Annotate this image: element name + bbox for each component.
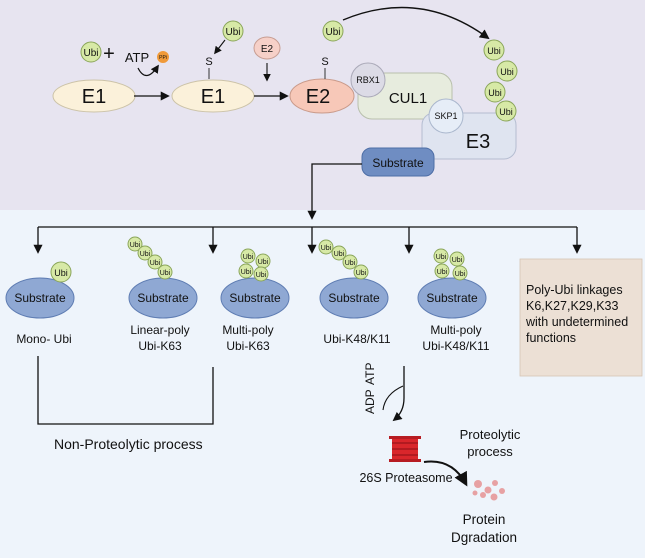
substrate-bound: Substrate <box>361 147 435 177</box>
rbx1-circle: RBX1 <box>350 62 386 98</box>
atp-label: ATP <box>125 50 149 65</box>
svg-text:Ubi: Ubi <box>325 27 340 38</box>
e2-ubi: E2 S Ubi <box>289 20 355 114</box>
note-line-3: with undetermined <box>525 315 628 329</box>
svg-text:Ubi: Ubi <box>140 251 151 258</box>
svg-text:Substrate: Substrate <box>426 291 478 305</box>
substrate-linear-k63: Substrate Ubi Ubi Ubi Ubi <box>127 236 198 319</box>
proteolytic-label-1: Proteolytic <box>460 427 521 442</box>
multi-k48-label-1: Multi-poly <box>430 323 481 337</box>
e2-free: E2 <box>253 36 281 60</box>
svg-text:Substrate: Substrate <box>14 291 66 305</box>
degradation-label-2: Dgradation <box>451 530 517 545</box>
svg-text:Substrate: Substrate <box>328 291 380 305</box>
svg-text:Ubi: Ubi <box>487 46 501 56</box>
non-proteolytic-bracket <box>37 356 214 425</box>
svg-text:Ubi: Ubi <box>150 260 161 267</box>
svg-text:E2: E2 <box>261 44 274 55</box>
svg-text:Ubi: Ubi <box>356 270 367 277</box>
linkage-note-box <box>519 258 643 377</box>
substrate-k48: Substrate Ubi Ubi Ubi Ubi <box>318 239 389 319</box>
arrow-icon <box>214 39 226 55</box>
svg-text:S: S <box>205 56 212 68</box>
mono-ubi-label: Mono- Ubi <box>16 332 71 346</box>
svg-text:Ubi: Ubi <box>256 272 267 279</box>
svg-text:RBX1: RBX1 <box>356 75 380 85</box>
proteolytic-label-2: process <box>467 444 513 459</box>
free-ubi: Ubi <box>80 41 102 63</box>
ubi-chain-e3: Ubi Ubi Ubi Ubi <box>483 39 518 122</box>
substrate-multi-k63: Substrate Ubi Ubi Ubi Ubi <box>220 248 290 319</box>
adp-label: ADP <box>363 389 377 414</box>
svg-text:E1: E1 <box>201 86 225 108</box>
note-line-1: Poly-Ubi linkages <box>526 283 623 297</box>
svg-text:Ubi: Ubi <box>437 269 448 276</box>
e1-free: E1 <box>52 79 136 113</box>
multi-k63-label-2: Ubi-K63 <box>226 339 270 353</box>
svg-text:E1: E1 <box>82 86 106 108</box>
svg-text:Ubi: Ubi <box>500 67 514 77</box>
arrow-icon <box>137 64 159 77</box>
proteasome-icon <box>389 436 421 462</box>
degradation-label-1: Protein <box>463 512 506 527</box>
svg-text:Ubi: Ubi <box>334 251 345 258</box>
note-line-4: functions <box>526 331 576 345</box>
arrow-icon <box>392 366 405 422</box>
svg-text:Ubi: Ubi <box>130 242 141 249</box>
plus-sign: + <box>103 43 115 65</box>
multi-k48-label-2: Ubi-K48/K11 <box>422 339 489 353</box>
e1-ubi: E1 S Ubi <box>171 20 255 113</box>
svg-text:E2: E2 <box>306 86 330 108</box>
protein-fragments-icon <box>472 480 505 501</box>
svg-text:Ubi: Ubi <box>488 88 502 98</box>
note-line-2: K6,K27,K29,K33 <box>526 299 618 313</box>
ppi-circle: PPi <box>157 51 169 63</box>
svg-text:Ubi: Ubi <box>54 268 68 278</box>
svg-text:Ubi: Ubi <box>499 107 513 117</box>
non-proteolytic-label: Non-Proteolytic process <box>54 436 203 452</box>
svg-text:Substrate: Substrate <box>372 156 424 170</box>
svg-text:Ubi: Ubi <box>258 259 269 266</box>
arrow-icon <box>423 460 468 487</box>
substrate-multi-k48: Substrate Ubi Ubi Ubi Ubi <box>417 248 487 319</box>
arrow-icon <box>382 385 404 411</box>
svg-text:Ubi: Ubi <box>160 270 171 277</box>
proteasome-label: 26S Proteasome <box>359 471 452 485</box>
svg-text:Ubi: Ubi <box>452 257 463 264</box>
svg-text:S: S <box>321 56 328 68</box>
svg-text:Ubi: Ubi <box>455 271 466 278</box>
svg-text:Ubi: Ubi <box>345 260 356 267</box>
skp1-circle: SKP1 <box>428 98 464 134</box>
linear-k63-label-2: Ubi-K63 <box>138 339 182 353</box>
svg-text:Ubi: Ubi <box>321 245 332 252</box>
svg-text:Ubi: Ubi <box>243 254 254 261</box>
svg-text:Ubi: Ubi <box>241 269 252 276</box>
svg-text:Substrate: Substrate <box>229 291 281 305</box>
svg-text:SKP1: SKP1 <box>434 111 457 121</box>
svg-text:Ubi: Ubi <box>225 27 240 38</box>
k48-label: Ubi-K48/K11 <box>323 332 390 346</box>
svg-text:Substrate: Substrate <box>137 291 189 305</box>
atp-label-vertical: ATP <box>363 363 377 385</box>
multi-k63-label-1: Multi-poly <box>222 323 273 337</box>
branch-connector <box>307 163 362 220</box>
cul1-label: CUL1 <box>389 90 427 107</box>
svg-text:Ubi: Ubi <box>83 48 98 59</box>
arrow-icon <box>342 6 490 40</box>
substrate-mono: Substrate Ubi <box>5 261 75 319</box>
linear-k63-label-1: Linear-poly <box>130 323 189 337</box>
e3-label: E3 <box>466 131 490 153</box>
svg-text:PPi: PPi <box>159 55 167 61</box>
svg-text:Ubi: Ubi <box>436 254 447 261</box>
